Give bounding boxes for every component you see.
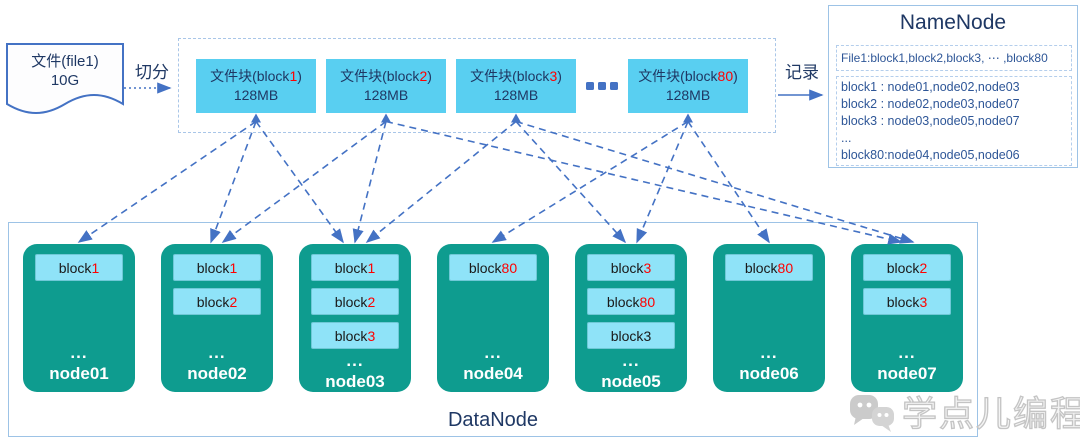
node-name: node06 [739,364,799,383]
record-label: 记录 [785,63,819,82]
mapping-row: block2 : node02,node03,node07 [841,97,1020,111]
node-ellipsis: ... [760,343,778,362]
node-ellipsis: ... [622,351,640,370]
file-block-title: 文件块(block3) [470,67,562,84]
file-block: 文件块(block2) 128MB [326,58,446,113]
node-name: node07 [877,364,937,383]
file-block: 文件块(block3) 128MB [456,58,576,113]
file-block: 文件块(block1) 128MB [196,58,316,113]
file-shape [6,43,124,114]
file-block: 文件块(block80) 128MB [628,58,748,113]
datanode-title: DataNode [447,409,539,431]
namenode-block-mappings: block1 : node01,node02,node03 block2 : no… [836,76,1072,166]
node-ellipsis: ... [70,343,88,362]
node-ellipsis: ... [208,343,226,362]
node-name: node05 [601,372,661,391]
node-ellipsis: ... [346,351,364,370]
blocks-ellipsis [586,81,618,90]
file-block-title: 文件块(block80) [638,67,738,84]
namenode-file-mapping: File1:block1,block2,block3, ⋯ ,block80 [836,45,1072,71]
file-block-title: 文件块(block1) [210,67,302,84]
mapping-row: block1 : node01,node02,node03 [841,80,1020,94]
namenode-panel: NameNode File1:block1,block2,block3, ⋯ ,… [828,5,1078,168]
mapping-row: block3 : node03,node05,node07 [841,114,1020,128]
node-name: node04 [463,364,523,383]
file-label: 文件(file1) 10G [5,52,125,90]
node-name: node01 [49,364,109,383]
file-block-title: 文件块(block2) [340,67,432,84]
namenode-title: NameNode [899,11,1007,34]
file-block-size: 128MB [665,86,711,103]
file-block-size: 128MB [493,86,539,103]
node-ellipsis: ... [484,343,502,362]
file-name: 文件(file1) [31,53,99,70]
mapping-row: block80:node04,node05,node06 [841,148,1020,162]
mapping-row: ... [841,131,852,145]
file-size: 10G [50,72,80,89]
node-name: node02 [187,364,247,383]
node-ellipsis: ... [898,343,916,362]
split-label: 切分 [135,63,169,82]
node-name: node03 [325,372,385,391]
file-block-size: 128MB [233,86,279,103]
file-block-size: 128MB [363,86,409,103]
